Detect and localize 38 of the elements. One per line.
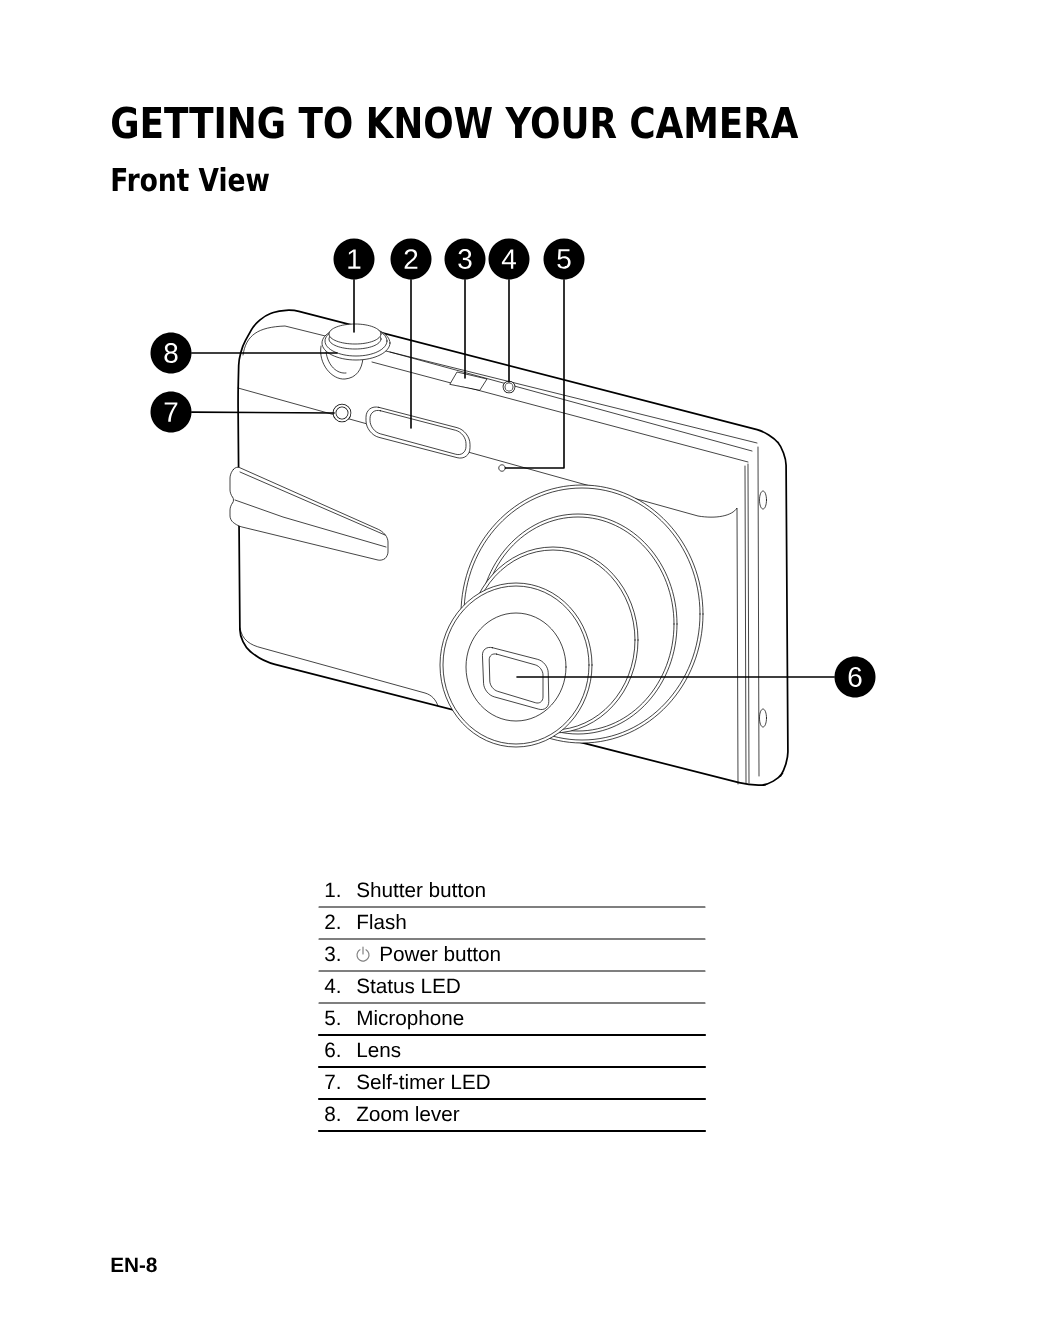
leader-line (190, 352, 338, 354)
led-light (332, 403, 352, 423)
callout-number: 2 (390, 238, 432, 280)
callout-number: 7 (150, 391, 192, 433)
part-name: Power button (380, 946, 500, 962)
item-number: 4. (324, 978, 340, 993)
item-number: 1. (325, 882, 340, 897)
callout-number: 1 (333, 238, 375, 280)
callout-number: 8 (150, 332, 192, 374)
part-name: Shutter button (357, 882, 485, 898)
item-number: 2. (325, 914, 340, 929)
leader-line (410, 278, 412, 429)
led-light (502, 380, 516, 394)
item-number: 3. (325, 946, 340, 962)
part-name: Lens (357, 1042, 401, 1058)
section-heading: Front View (112, 167, 269, 192)
page-title: GETTING TO KNOW YOUR CAMERA (112, 106, 799, 139)
callout-number: 5 (543, 238, 585, 280)
item-number: 6. (325, 1042, 340, 1058)
item-number: 7. (325, 1074, 340, 1089)
leader-line (516, 676, 836, 678)
leader-line (464, 278, 466, 379)
leader-line (190, 411, 335, 414)
callout-number: 3 (444, 238, 486, 280)
part-name: Microphone (357, 1010, 464, 1030)
callout-number: 4 (488, 238, 530, 280)
part-name: Status LED (357, 978, 460, 994)
mic-hole (498, 464, 506, 472)
part-name: Flash (357, 914, 406, 930)
leader-line (353, 278, 355, 333)
callout-number: 6 (834, 656, 876, 698)
item-number: 8. (325, 1106, 340, 1122)
page-number: EN-8 (111, 1257, 157, 1273)
part-name: Self-timer LED (357, 1074, 490, 1090)
item-number: 5. (325, 1010, 340, 1026)
leader-line (504, 278, 565, 469)
leader-line (508, 278, 510, 383)
part-name: Zoom lever (356, 1106, 460, 1122)
